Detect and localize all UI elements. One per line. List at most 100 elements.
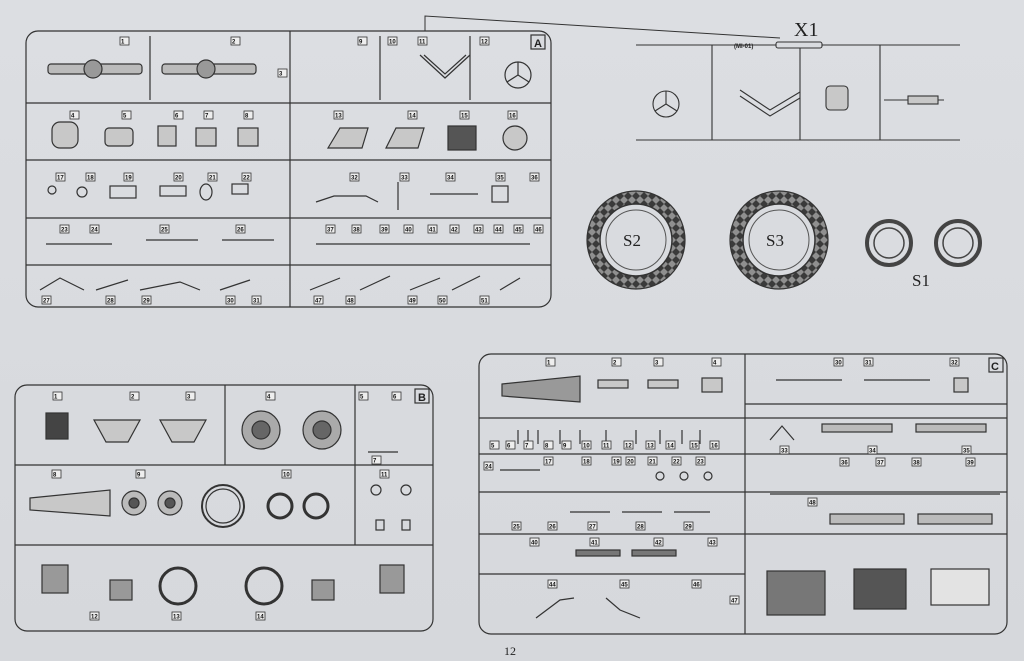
- part-number-c-15: 15: [691, 444, 698, 450]
- x1-detail: [636, 41, 960, 141]
- part-tag-box: [325, 224, 336, 234]
- part-number-c-17: 17: [545, 460, 552, 466]
- part-number-a-2: 2: [232, 40, 236, 46]
- part-number-a-15: 15: [461, 114, 468, 120]
- part-tag-box: [709, 440, 720, 450]
- part-tag-box: [255, 611, 266, 621]
- sprue-b: [14, 384, 434, 632]
- part-tag-box: [581, 456, 592, 466]
- part-tag-box: [839, 457, 850, 467]
- part-number-c-2: 2: [613, 361, 617, 367]
- part-tag-box: [358, 391, 369, 401]
- part-tag-box: [833, 357, 844, 367]
- part-number-c-33: 33: [781, 449, 788, 455]
- part-tag-box: [489, 440, 500, 450]
- part-number-c-19: 19: [613, 460, 620, 466]
- part-number-c-31: 31: [865, 361, 872, 367]
- x1-label: X1: [794, 19, 818, 41]
- part-number-b-2: 2: [131, 395, 135, 401]
- part-tag-box: [173, 110, 184, 120]
- part-tag-box: [949, 357, 960, 367]
- part-number-a-16: 16: [509, 114, 516, 120]
- part-number-b-7: 7: [373, 459, 377, 465]
- part-number-a-30: 30: [227, 299, 234, 305]
- part-tag-box: [399, 172, 410, 182]
- part-tag-box: [533, 224, 544, 234]
- part-tag-box: [241, 172, 252, 182]
- part-number-a-13: 13: [335, 114, 342, 120]
- part-tag-box: [89, 224, 100, 234]
- part-number-a-20: 20: [175, 176, 182, 182]
- part-number-b-11: 11: [381, 473, 388, 479]
- part-tag-box: [711, 357, 722, 367]
- sprue-c-letter: C: [991, 361, 999, 373]
- page-number: 12: [504, 644, 516, 658]
- tire-s2-label: S2: [623, 231, 641, 250]
- part-tag-box: [277, 68, 288, 78]
- part-number-a-48: 48: [347, 299, 354, 305]
- part-number-a-38: 38: [353, 228, 360, 234]
- part-number-a-14: 14: [409, 114, 416, 120]
- part-number-c-1: 1: [547, 361, 551, 367]
- part-number-c-22: 22: [673, 460, 680, 466]
- part-number-c-41: 41: [591, 541, 598, 547]
- part-number-a-45: 45: [515, 228, 522, 234]
- part-number-b-1: 1: [54, 395, 58, 401]
- part-tag-box: [345, 295, 356, 305]
- part-number-a-32: 32: [351, 176, 358, 182]
- part-number-a-9: 9: [359, 40, 363, 46]
- part-tag-box: [543, 456, 554, 466]
- part-number-c-9: 9: [563, 444, 567, 450]
- part-tag-box: [507, 110, 518, 120]
- part-number-a-46: 46: [535, 228, 542, 234]
- part-number-c-12: 12: [625, 444, 632, 450]
- part-number-c-18: 18: [583, 460, 590, 466]
- part-tag-box: [479, 295, 490, 305]
- part-tag-box: [689, 440, 700, 450]
- part-tag-box: [59, 224, 70, 234]
- part-number-c-5: 5: [491, 444, 495, 450]
- part-number-a-23: 23: [61, 228, 68, 234]
- part-number-a-6: 6: [175, 114, 179, 120]
- part-number-a-18: 18: [87, 176, 94, 182]
- part-tag-box: [601, 440, 612, 450]
- part-tag-box: [371, 455, 382, 465]
- part-tag-box: [611, 357, 622, 367]
- part-tag-box: [529, 172, 540, 182]
- part-tag-box: [473, 224, 484, 234]
- part-tag-box: [41, 295, 52, 305]
- part-number-b-13: 13: [173, 615, 180, 621]
- part-tag-box: [611, 456, 622, 466]
- part-tag-box: [230, 36, 241, 46]
- part-tag-box: [159, 224, 170, 234]
- part-number-b-5: 5: [360, 395, 364, 401]
- part-tag-box: [645, 440, 656, 450]
- part-tag-box: [51, 469, 62, 479]
- tire-s2: [586, 190, 686, 290]
- part-tag-box: [449, 224, 460, 234]
- part-tag-box: [55, 172, 66, 182]
- part-number-a-4: 4: [71, 114, 75, 120]
- part-number-c-47: 47: [731, 599, 738, 605]
- part-tag-box: [105, 295, 116, 305]
- sprue-b-letter: B: [418, 392, 426, 404]
- part-number-a-31: 31: [253, 299, 260, 305]
- part-tag-box: [407, 110, 418, 120]
- part-tag-box: [635, 521, 646, 531]
- part-number-a-27: 27: [43, 299, 50, 305]
- tire-s1-label: S1: [912, 271, 930, 290]
- part-tag-box: [407, 295, 418, 305]
- part-tag-box: [349, 172, 360, 182]
- part-number-c-30: 30: [835, 361, 842, 367]
- part-tag-box: [437, 295, 448, 305]
- part-number-a-34: 34: [447, 176, 454, 182]
- part-number-b-4: 4: [267, 395, 271, 401]
- part-tag-box: [543, 440, 554, 450]
- part-tag-box: [459, 110, 470, 120]
- part-number-c-3: 3: [655, 361, 659, 367]
- part-number-a-1: 1: [121, 40, 125, 46]
